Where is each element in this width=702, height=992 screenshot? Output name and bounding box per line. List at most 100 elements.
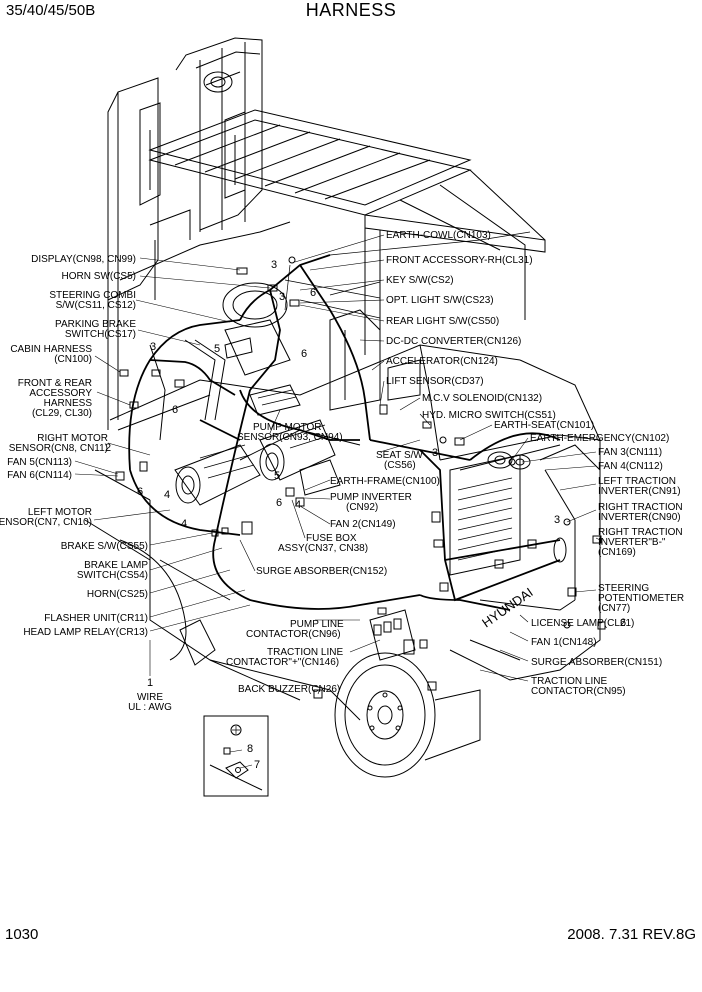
callout-number: 1 (147, 677, 153, 689)
overhead-guard-drawing (148, 109, 546, 360)
label-left-motor-1: LEFT MOTOR (28, 507, 92, 518)
callout-number: 8 (247, 743, 253, 755)
label-hyd-micro-switch: HYD. MICRO SWITCH(CS51) (422, 410, 556, 421)
callout-number: 3 (279, 291, 285, 303)
callout-number: 3 (554, 514, 560, 526)
motors-drawing (174, 384, 341, 506)
label-steering-potentiometer-2: POTENTIOMETER (598, 593, 684, 604)
label-earth-cowl: EARTH-COWL(CN103) (386, 230, 491, 241)
item-callouts: 3 6 3 6 5 6 3 2 6 4 4 4 6 5 3 3 6 1 8 7 (105, 259, 626, 771)
model-number: 35/40/45/50B (6, 2, 96, 19)
callout-number: 6 (301, 348, 307, 360)
label-right-motor-2: SENSOR(CN8, CN11) (9, 443, 108, 454)
label-accessory-harness-4: (CL29, CL30) (32, 408, 92, 419)
label-rear-light-sw: REAR LIGHT S/W(CS50) (386, 316, 499, 327)
label-accessory-harness-3: HARNESS (44, 398, 93, 409)
label-head-lamp-relay: HEAD LAMP RELAY(CR13) (23, 627, 148, 638)
label-brake-lamp-1: BRAKE LAMP (84, 560, 148, 571)
callout-number: 3 (271, 259, 277, 271)
label-right-traction-inverter-b-1: RIGHT TRACTION (598, 527, 683, 538)
wire-note-spec: UL : AWG (128, 702, 172, 713)
label-surge-absorber-151: SURGE ABSORBER(CN151) (531, 657, 662, 668)
label-fan-3: FAN 3(CN111) (598, 447, 662, 458)
label-lift-sensor: LIFT SENSOR(CD37) (386, 376, 484, 387)
label-earth-emergency: EARTH-EMERGENCY(CN102) (530, 433, 669, 444)
label-fuse-box-2: ASSY(CN37, CN38) (278, 543, 368, 554)
brand-lettering: HYUNDAI (479, 585, 536, 631)
callout-number: 7 (254, 759, 260, 771)
callout-number: 4 (295, 499, 301, 511)
label-license-lamp: LICENSE LAMP(CL21) (531, 618, 634, 629)
label-left-traction-inverter-2: INVERTER(CN91) (598, 486, 681, 497)
label-steering-potentiometer-1: STEERING (598, 583, 649, 594)
label-surge-absorber-152: SURGE ABSORBER(CN152) (256, 566, 387, 577)
label-parking-brake-1: PARKING BRAKE (55, 319, 136, 330)
label-pump-line-contactor-2: CONTACTOR(CN96) (246, 629, 341, 640)
label-fan-1: FAN 1(CN148) (531, 637, 597, 648)
label-left-motor-2: SENSOR(CN7, CN10) (0, 517, 92, 528)
label-pump-motor-sensor-1: PUMP MOTOR (253, 422, 322, 433)
callout-number: 6 (137, 486, 143, 498)
mast-drawing (107, 37, 291, 430)
label-parking-brake-2: SWITCH(CS17) (65, 329, 136, 340)
label-left-traction-inverter-1: LEFT TRACTION (598, 476, 676, 487)
callout-number: 3 (150, 341, 156, 353)
contactor-block-drawing (369, 607, 416, 661)
label-pump-inverter-2: (CN92) (346, 502, 378, 513)
label-flasher-unit: FLASHER UNIT(CR11) (44, 613, 148, 624)
inset-detail (203, 715, 269, 797)
label-fan-4: FAN 4(CN112) (598, 461, 663, 472)
callout-number: 3 (432, 447, 438, 459)
callout-number: 6 (310, 287, 316, 299)
label-steering-combi-1: STEERING COMBI (49, 290, 136, 301)
label-traction-line-contactor-plus-2: CONTACTOR"+"(CN146) (226, 657, 339, 668)
label-fan-2: FAN 2(CN149) (330, 519, 396, 530)
label-right-traction-inverter-b-2: INVERTER"B-" (598, 537, 666, 548)
label-pump-motor-sensor-2: SENSOR(CN93, CN94) (237, 432, 343, 443)
leader-lines-left (74, 257, 271, 632)
label-traction-line-contactor-plus-1: TRACTION LINE (267, 647, 343, 658)
callout-number: 6 (172, 404, 178, 416)
label-right-motor-1: RIGHT MOTOR (37, 433, 108, 444)
label-steering-potentiometer-3: (CN77) (598, 603, 630, 614)
label-back-buzzer: BACK BUZZER(CN26) (238, 684, 340, 695)
label-seat-sw-2: (CS56) (384, 460, 416, 471)
label-dc-dc-converter: DC-DC CONVERTER(CN126) (386, 336, 521, 347)
callout-number: 6 (620, 617, 626, 629)
label-cabin-harness-1: CABIN HARNESS (10, 344, 92, 355)
page-title: HARNESS (305, 0, 397, 20)
revision-date: 2008. 7.31 REV.8G (567, 926, 696, 943)
label-horn: HORN(CS25) (87, 589, 148, 600)
label-fan-6: FAN 6(CN114) (7, 470, 72, 481)
callout-number: 4 (181, 518, 187, 530)
label-horn-sw: HORN SW(CS5) (62, 271, 136, 282)
label-pump-line-contactor-1: PUMP LINE (290, 619, 344, 630)
label-traction-line-contactor-2: CONTACTOR(CN95) (531, 686, 626, 697)
callout-number: 2 (105, 442, 111, 454)
wire-note-title: WIRE (137, 692, 163, 703)
label-right-traction-inverter-2: INVERTER(CN90) (598, 512, 681, 523)
callout-number: 6 (276, 497, 282, 509)
label-front-accessory-rh: FRONT ACCESSORY-RH(CL31) (386, 255, 533, 266)
label-earth-seat: EARTH-SEAT(CN101) (494, 420, 594, 431)
label-accessory-harness-1: FRONT & REAR (18, 378, 92, 389)
label-accessory-harness-2: ACCESSORY (29, 388, 92, 399)
labels-right: EARTH-COWL(CN103) FRONT ACCESSORY-RH(CL3… (386, 230, 684, 697)
callout-number: 5 (214, 343, 220, 355)
label-right-traction-inverter-b-3: (CN169) (598, 547, 636, 558)
callout-number: 4 (164, 489, 170, 501)
label-display: DISPLAY(CN98, CN99) (31, 254, 136, 265)
leader-lines-center (149, 409, 421, 695)
label-key-sw: KEY S/W(CS2) (386, 275, 454, 286)
label-traction-line-contactor-1: TRACTION LINE (531, 676, 607, 687)
main-wire-harness (128, 231, 561, 611)
labels-left: DISPLAY(CN98, CN99) HORN SW(CS5) STEERIN… (0, 254, 148, 638)
label-steering-combi-2: S/W(CS11, CS12) (56, 300, 136, 311)
label-fuse-box-1: FUSE BOX (306, 533, 357, 544)
callout-number: 5 (274, 470, 280, 482)
label-mcv-solenoid: M.C.V SOLENOID(CN132) (422, 393, 542, 404)
label-accelerator: ACCELERATOR(CN124) (386, 356, 498, 367)
connector-symbols (115, 256, 606, 699)
leader-lines-right (294, 234, 601, 682)
